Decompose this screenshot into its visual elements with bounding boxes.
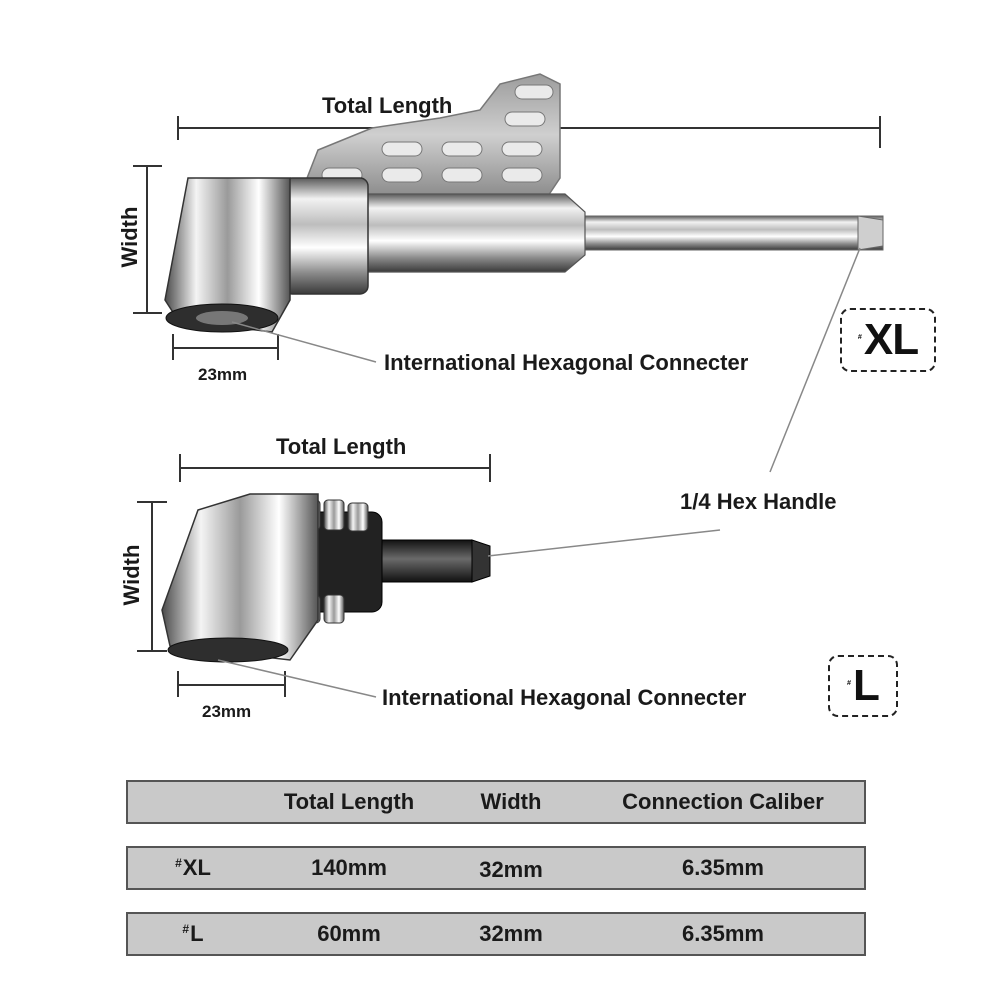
- spec-header-blank: [138, 782, 248, 822]
- l-badge-size: L: [853, 661, 880, 710]
- spec-row-size-value: XL: [182, 855, 211, 880]
- xl-connector-label: International Hexagonal Connecter: [384, 350, 749, 375]
- spec-row-size-value: L: [190, 921, 204, 946]
- l-adapter-image: [161, 493, 491, 663]
- xl-connector-dimension: [172, 334, 279, 360]
- l-connector-width-label: 23mm: [202, 702, 252, 721]
- spec-header-total-length: Total Length: [283, 789, 415, 814]
- xl-badge-size: XL: [863, 315, 919, 364]
- spec-row-size: #L: [138, 914, 248, 954]
- l-width-dimension: [137, 501, 167, 652]
- hex-handle-leader-xl: [769, 247, 861, 473]
- spec-row-caliber: 6.35mm: [682, 921, 764, 946]
- hex-handle-leader-l: [487, 529, 721, 557]
- spec-row-size: #XL: [138, 848, 248, 888]
- xl-adapter-image: [164, 73, 884, 333]
- spec-row-size-prefix: #: [182, 921, 190, 936]
- l-width-label: Width: [119, 544, 144, 606]
- spec-row-size-prefix: #: [175, 855, 182, 870]
- spec-row-width: 32mm: [479, 921, 543, 946]
- l-badge-prefix: #: [847, 677, 852, 687]
- l-size-badge: #L: [828, 655, 898, 717]
- spec-row-caliber: 6.35mm: [682, 855, 764, 880]
- xl-size-badge: #XL: [840, 308, 936, 372]
- xl-width-label: Width: [117, 206, 142, 268]
- xl-connector-width-label: 23mm: [198, 365, 248, 384]
- hex-handle-label: 1/4 Hex Handle: [680, 489, 837, 514]
- spec-header-width: Width: [480, 789, 542, 814]
- xl-connector-leader: [231, 321, 377, 363]
- l-connector-dimension: [177, 671, 286, 697]
- spec-row-total-length: 140mm: [311, 855, 387, 880]
- spec-row-total-length: 60mm: [317, 921, 381, 946]
- l-connector-label: International Hexagonal Connecter: [382, 685, 747, 710]
- spec-header-connection-caliber: Connection Caliber: [622, 789, 824, 814]
- spec-table-header-row: Total Length Width Connection Caliber: [126, 780, 866, 824]
- l-total-length-label: Total Length: [276, 434, 407, 459]
- l-connector-leader: [217, 659, 377, 698]
- l-total-length-dimension: [179, 454, 491, 482]
- table-row: #XL 140mm 32mm 6.35mm: [126, 846, 866, 890]
- spec-row-width: 32mm: [479, 857, 543, 882]
- xl-badge-prefix: #: [857, 331, 862, 341]
- xl-width-dimension: [133, 165, 162, 314]
- table-row: #L 60mm 32mm 6.35mm: [126, 912, 866, 956]
- xl-total-length-label: Total Length: [322, 93, 453, 118]
